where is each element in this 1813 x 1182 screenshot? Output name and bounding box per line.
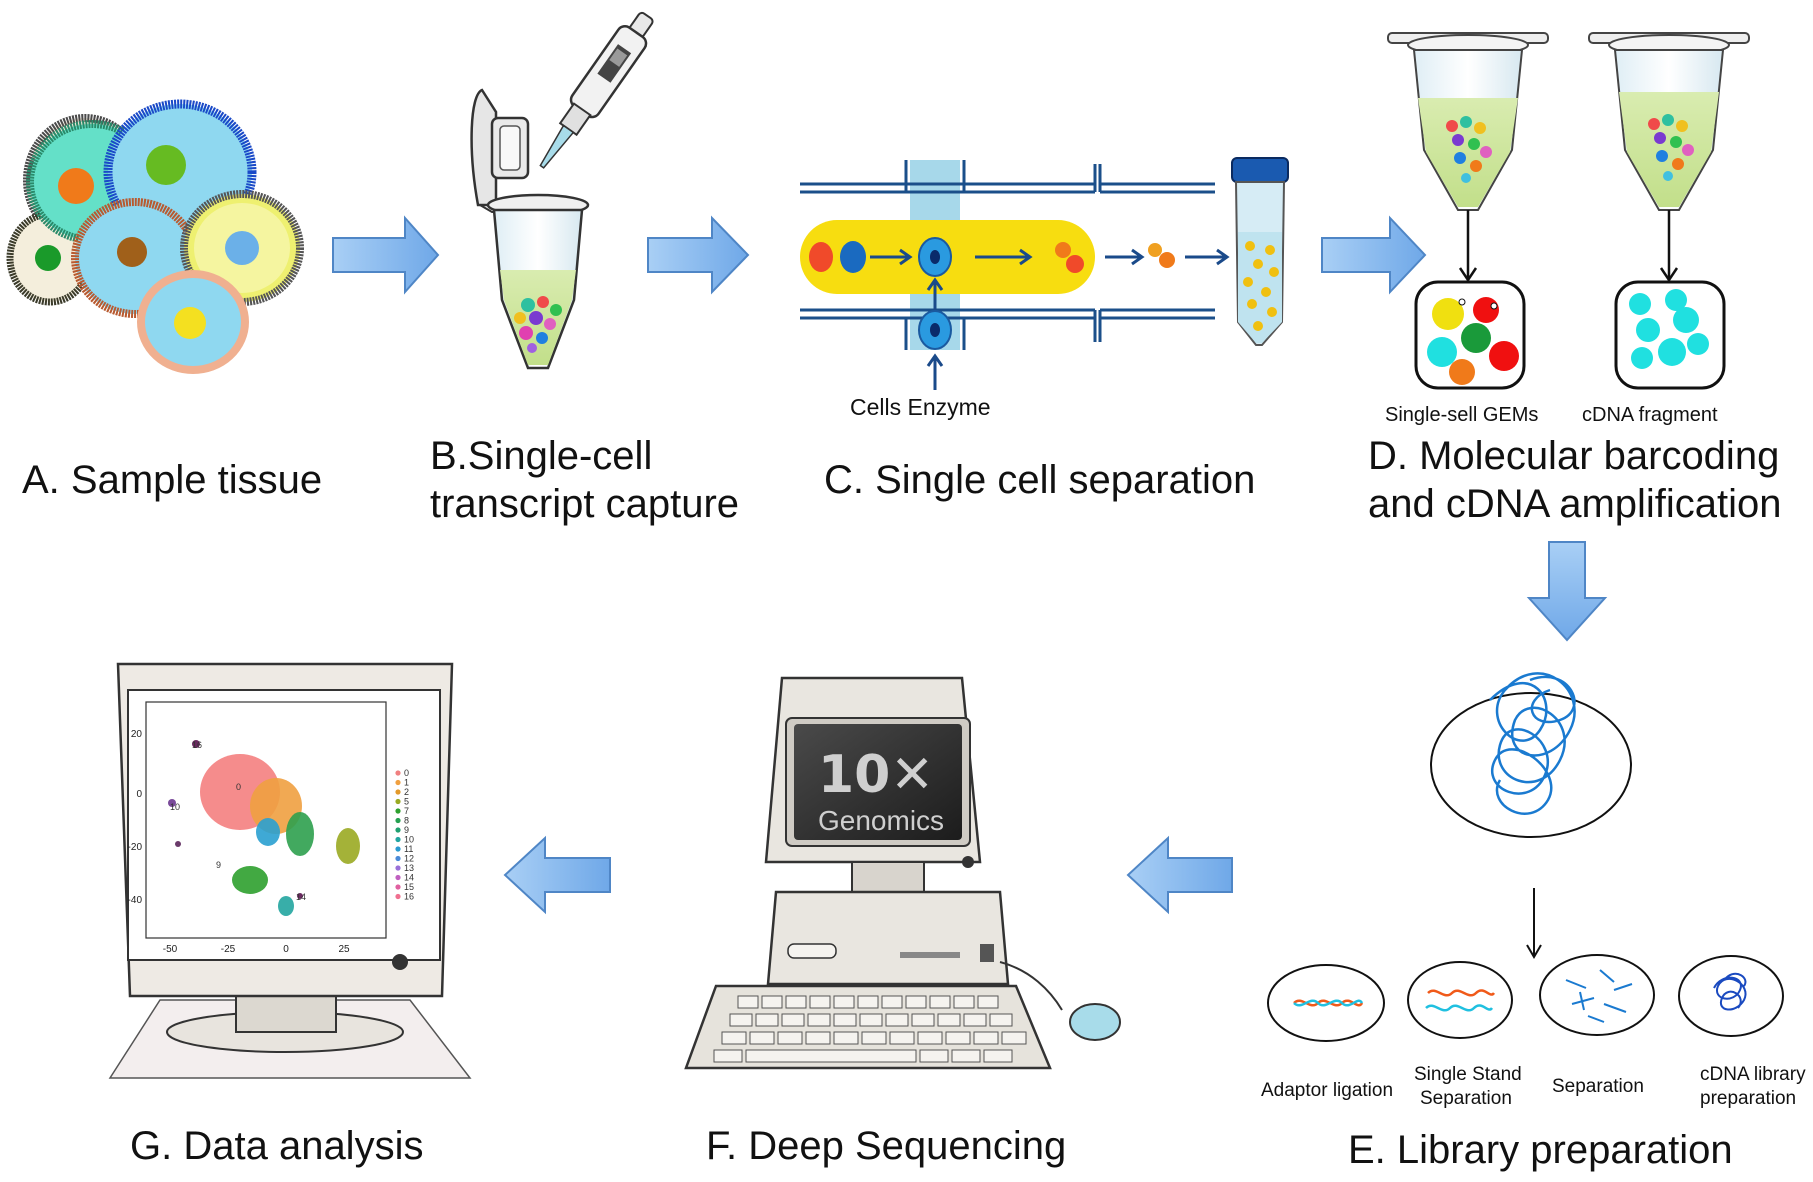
gems-inset xyxy=(1414,280,1526,390)
step-c-label: C. Single cell separation xyxy=(824,458,1256,502)
cdna-fragment-label: cDNA fragment xyxy=(1582,404,1718,426)
arrow-c-to-d xyxy=(1321,215,1427,295)
legend-label: 15 xyxy=(404,882,414,892)
arrow-a-to-b xyxy=(332,215,440,295)
step-e-label: E. Library preparation xyxy=(1348,1128,1733,1172)
legend-label: 5 xyxy=(404,797,409,807)
legend-label: 16 xyxy=(404,892,414,902)
cdna-library-label-line2: preparation xyxy=(1700,1088,1797,1109)
single-stand-label-line1: Single Stand xyxy=(1414,1064,1522,1085)
legend-label: 13 xyxy=(404,863,414,873)
step-f-label: F. Deep Sequencing xyxy=(706,1124,1067,1168)
separation-ellipse xyxy=(1539,954,1655,1036)
step-g-label: G. Data analysis xyxy=(130,1124,424,1168)
step-a-label: A. Sample tissue xyxy=(22,458,323,502)
legend-label: 8 xyxy=(404,816,409,826)
single-stand-label-line2: Separation xyxy=(1420,1088,1512,1109)
legend-label: 10 xyxy=(404,835,414,845)
adaptor-ligation-label: Adaptor ligation xyxy=(1261,1080,1394,1101)
cdna-fragment-inset xyxy=(1614,280,1726,390)
down-arrows-d xyxy=(1458,210,1679,283)
legend-swatch xyxy=(395,827,401,833)
step-b-label-line1: B.Single-cell xyxy=(430,434,653,478)
arrow-b-to-c xyxy=(647,215,750,295)
legend-swatch xyxy=(395,874,401,881)
arrow-f-to-g xyxy=(503,835,611,915)
sequencing-computer xyxy=(684,676,1121,1070)
cells-enzyme-label: Cells Enzyme xyxy=(850,394,991,420)
sample-tissue-cells xyxy=(6,99,304,374)
legend-swatch xyxy=(395,817,401,824)
legend-label: 11 xyxy=(404,844,413,854)
scatter-clusters xyxy=(168,740,360,916)
legend-swatch xyxy=(395,770,401,776)
legend-label: 2 xyxy=(404,787,409,797)
legend-swatch xyxy=(395,798,401,805)
pipette-icon xyxy=(539,11,654,169)
collection-tube-icon xyxy=(1231,157,1289,346)
cdna-library-ellipse xyxy=(1678,955,1784,1037)
single-stand-ellipse xyxy=(1407,961,1513,1039)
adaptor-ligation-ellipse xyxy=(1267,964,1385,1042)
step-d-label-line1: D. Molecular barcoding xyxy=(1368,434,1780,478)
cdna-library-label-line1: cDNA library xyxy=(1700,1064,1806,1085)
legend-swatch xyxy=(395,789,401,795)
cdna-tube-icon xyxy=(1588,32,1750,211)
legend-label: 1 xyxy=(404,778,409,788)
legend-swatch xyxy=(395,808,401,814)
legend-swatch xyxy=(395,865,401,871)
legend-swatch xyxy=(395,836,401,843)
capture-tube-icon xyxy=(470,88,590,370)
step-d-label-line2: and cDNA amplification xyxy=(1368,482,1782,526)
cdna-tangle-ellipse xyxy=(1430,672,1632,838)
down-arrow-e xyxy=(1526,888,1542,959)
gems-label: Single-sell GEMs xyxy=(1385,404,1539,426)
legend-label: 12 xyxy=(404,854,414,864)
legend-swatch xyxy=(395,779,401,786)
legend-label: 14 xyxy=(404,873,414,883)
legend-swatch xyxy=(395,893,401,900)
legend-swatch xyxy=(395,855,401,862)
arrow-e-to-f xyxy=(1126,835,1233,915)
legend-label: 9 xyxy=(404,825,409,835)
legend-label: 7 xyxy=(404,806,409,816)
separation-label: Separation xyxy=(1552,1076,1644,1097)
step-b-label-line2: transcript capture xyxy=(430,482,740,526)
arrow-d-to-e xyxy=(1526,541,1608,642)
microfluidic-channel xyxy=(800,160,1230,390)
legend-label: 0 xyxy=(404,768,409,778)
gem-tube-icon xyxy=(1387,32,1549,211)
legend-swatch xyxy=(395,846,401,852)
legend-swatch xyxy=(395,884,401,890)
